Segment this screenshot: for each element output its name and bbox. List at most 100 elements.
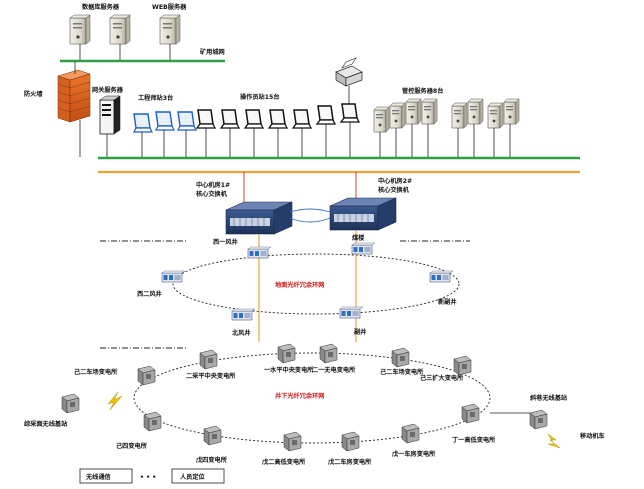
operator-laptop-icon: [316, 105, 336, 125]
surface-ring-label: 地面光纤冗余环网: [275, 281, 325, 289]
operator-laptop-icon: [340, 103, 360, 123]
substation-box-icon: [143, 411, 162, 432]
core-switch-right-icon: [329, 197, 397, 231]
ring-switch-icon: [351, 242, 376, 255]
underground-node-label: 二一无电变电所: [312, 366, 356, 374]
legend-dots: • • •: [140, 474, 156, 481]
printer-icon: [335, 57, 363, 87]
substation-box-icon: [461, 403, 480, 424]
wireless-lightning-icon: [547, 433, 561, 449]
substation-box-icon: [283, 431, 302, 452]
substation-box-icon: [137, 365, 156, 386]
substation-box-icon: [453, 355, 472, 376]
surface-node-label: 北风井: [232, 329, 251, 337]
surface-node-label: 西二风井: [137, 290, 162, 298]
legend-personnel-box: [171, 468, 225, 484]
legend: 无线通信 • • • 人员定位: [79, 468, 225, 484]
control-server-icon: [487, 102, 504, 129]
control-server-icon: [451, 102, 468, 129]
ring-switch-icon: [429, 270, 454, 283]
control-servers: [373, 98, 520, 133]
firewall-icon: [57, 69, 91, 123]
gateway-server-icon: [99, 95, 121, 135]
firewall-label: 防火墙: [24, 90, 43, 98]
engineer-station-label: 工程师站3台: [138, 94, 173, 102]
underground-node-label: 己二车场变电所: [380, 368, 424, 376]
operator-stations: [196, 103, 360, 129]
underground-ring-label: 井下光纤冗余环网: [275, 392, 325, 400]
ring-switch-icon: [231, 308, 256, 321]
underground-node-label: 丁一高低变电所: [452, 436, 496, 444]
operator-laptop-icon: [196, 109, 216, 129]
wireless-base-icon: [529, 409, 548, 430]
underground-node-label: 己二车场变电所: [74, 368, 118, 376]
control-server-label: 管控服务器8台: [402, 87, 443, 95]
surface-node-label: 新副井: [438, 298, 457, 306]
engineer-stations: [133, 111, 197, 133]
substation-box-icon: [401, 423, 420, 444]
underground-node-label: 移动机车: [580, 432, 605, 440]
substation-box-icon: [203, 425, 222, 446]
mine-network-label: 矿用城网: [200, 48, 225, 56]
underground-node-label: 己四变电所: [116, 442, 148, 450]
control-server-icon: [389, 102, 406, 129]
substation-box-icon: [341, 431, 360, 452]
legend-wireless-box: [79, 468, 133, 484]
core-right-label-1: 中心机房2#: [378, 177, 412, 185]
substation-box-icon: [391, 347, 410, 368]
web-server-icon: [159, 14, 181, 45]
control-server-icon: [421, 98, 438, 125]
top-drops: [79, 44, 171, 60]
underground-node-label: 戊四变电所: [196, 456, 228, 464]
engineer-laptop-icon: [133, 113, 153, 133]
legend-personnel-label: 人员定位: [180, 473, 206, 481]
control-server-icon: [467, 98, 484, 125]
web-server-label: WEB服务器: [152, 3, 187, 11]
database-server-group: 数据库服务器: [69, 3, 131, 45]
database-server-icon: [69, 14, 91, 45]
web-server-group: WEB服务器: [152, 3, 187, 45]
control-server-icon: [405, 98, 422, 125]
database-server-label: 数据库服务器: [82, 3, 120, 11]
substation-box-icon: [277, 343, 296, 364]
underground-node-label: 一水平中央变电所: [264, 366, 314, 374]
underground-node-label: 己三扩大变电所: [420, 374, 464, 382]
underground-node-label: 戊一车房变电所: [392, 450, 436, 458]
operator-laptop-icon: [292, 109, 312, 129]
core-switch-left-icon: [225, 201, 293, 235]
engineer-laptop-icon: [177, 111, 197, 131]
surface-ring: [172, 253, 460, 315]
operator-laptop-icon: [244, 109, 264, 129]
section-separators: [100, 240, 470, 349]
underground-node-label: 二采平中央变电所: [186, 372, 236, 380]
surface-node-label: 副井: [354, 328, 366, 336]
core-right-label-2: 核心交换机: [378, 186, 410, 194]
underground-node-label: 戊二车房变电所: [328, 458, 372, 466]
legend-wireless-label: 无线通信: [85, 473, 111, 481]
core-left-label-1: 中心机房1#: [196, 181, 230, 189]
substation-box-icon: [319, 343, 338, 364]
ring-switch-icon: [161, 270, 186, 283]
control-server-icon: [373, 106, 390, 133]
station-drops: [106, 122, 511, 157]
operator-laptop-icon: [268, 109, 288, 129]
database-server-icon: [109, 14, 131, 45]
underground-node-label: 斜巷无线基站: [529, 394, 568, 402]
operator-laptop-icon: [220, 109, 240, 129]
wireless-base-icon: [61, 393, 80, 414]
surface-node-label: 西一风井: [213, 238, 238, 246]
underground-node-label: 综采面无线基站: [24, 420, 68, 428]
underground-ring: [133, 352, 491, 444]
underground-node-label: 戊二高低变电所: [262, 458, 306, 466]
surface-node-label: 煤楼: [352, 234, 365, 242]
engineer-laptop-icon: [155, 111, 175, 131]
substation-box-icon: [199, 349, 218, 370]
wireless-lightning-icon: [107, 391, 123, 411]
control-server-icon: [503, 98, 520, 125]
core-left-label-2: 核心交换机: [196, 190, 228, 198]
ring-switch-icon: [339, 306, 364, 319]
ring-switch-icon: [247, 246, 272, 259]
gateway-server-label: 网关服务器: [92, 86, 124, 94]
operator-station-label: 操作员站15台: [240, 93, 280, 101]
